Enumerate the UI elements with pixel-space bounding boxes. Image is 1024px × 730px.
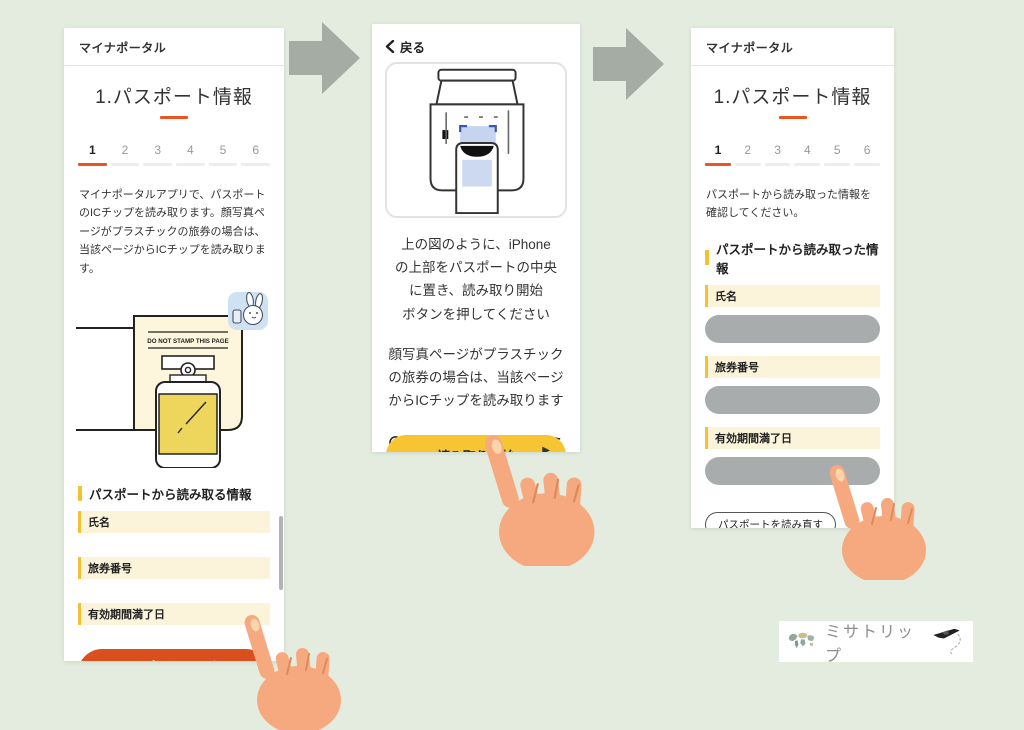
field-value-expiry-date-redacted (705, 456, 880, 485)
passport-phone-illustration: DO NOT STAMP THIS PAGE (76, 292, 268, 469)
back-label: 戻る (400, 41, 426, 55)
page-title: 1.パスポート情報 (713, 87, 872, 108)
field-label-passport-number: 旅券番号 (78, 557, 270, 580)
step-3: 3 (143, 143, 173, 166)
step-3: 3 (764, 143, 791, 166)
field-passport-number: 旅券番号 (78, 557, 270, 580)
play-icon: ▶ (542, 445, 550, 452)
phone-placement-illustration (385, 62, 567, 218)
read-passport-button-line1: マイナポータルアプリで (108, 660, 240, 661)
step-6: 6 (241, 143, 271, 166)
step-2: 2 (110, 143, 140, 166)
field-expiry-date: 有効期間満了日 (78, 603, 270, 626)
site-logo: ミサトリップ (779, 621, 973, 665)
instruction-main: 上の図のように、iPhone の上部をパスポートの中央 に置き、読み取り開始 ボ… (395, 237, 557, 322)
screen-confirm-info: マイナポータル 1.パスポート情報 1 2 3 4 5 6 パスポートから読み取… (691, 28, 894, 528)
field-name: 氏名 (705, 284, 880, 343)
reread-passport-button[interactable]: パスポートを読み直す (705, 511, 836, 528)
field-passport-number: 旅券番号 (705, 355, 880, 414)
field-label-expiry-date: 有効期間満了日 (705, 426, 880, 449)
field-expiry-date: 有効期間満了日 (705, 426, 880, 485)
page-title: 1.パスポート情報 (95, 87, 253, 108)
step-6: 6 (854, 143, 880, 166)
field-label-name: 氏名 (78, 511, 270, 534)
start-reading-label: 読み取り開始 (437, 449, 515, 453)
world-map-icon (788, 632, 815, 648)
arrow-right-icon (289, 20, 361, 96)
step-5: 5 (824, 143, 851, 166)
read-passport-button[interactable]: マイナポータルアプリで パスポートを読み取る (78, 649, 270, 661)
screen-reading-guide: 戻る 上の図のように、iPhone の上部をパスポートの中央 に置き、読み取り開… (372, 24, 580, 452)
rabbit-mascot-icon (228, 292, 268, 331)
app-header: マイナポータル (64, 28, 284, 66)
chevron-left-icon (385, 40, 395, 53)
field-value-passport-number-redacted (705, 385, 880, 414)
back-link[interactable]: 戻る (385, 37, 580, 56)
step-4: 4 (794, 143, 821, 166)
confirm-description: パスポートから読み取った情報を確認してください。 (706, 189, 871, 220)
screen-passport-intro: マイナポータル 1.パスポート情報 1 2 3 4 5 6 マイナポータルアプリ… (64, 28, 284, 661)
step-1: 1 (705, 143, 731, 166)
svg-text:DO NOT STAMP THIS PAGE: DO NOT STAMP THIS PAGE (147, 338, 228, 345)
step-indicator: 1 2 3 4 5 6 (78, 143, 271, 166)
hand-cursor-icon (468, 432, 596, 566)
field-label-expiry-date: 有効期間満了日 (78, 603, 270, 626)
step-1: 1 (78, 143, 107, 166)
airplane-icon (933, 628, 961, 655)
app-header: マイナポータル (691, 28, 894, 66)
step-4: 4 (176, 143, 205, 166)
title-underline (778, 116, 807, 119)
field-value-name-redacted (705, 314, 880, 343)
section-bar (705, 250, 709, 266)
field-name: 氏名 (78, 511, 270, 534)
intro-description: マイナポータルアプリで、パスポートのICチップを読み取ります。顔写真ページがプラ… (79, 189, 266, 275)
section-bar (78, 486, 82, 502)
field-label-passport-number: 旅券番号 (705, 355, 880, 378)
arrow-right-icon (593, 26, 665, 102)
logo-text: ミサトリップ (824, 623, 915, 665)
instruction-sub: 顔写真ページがプラスチック の旅券の場合は、当該ページ からICチップを読み取り… (388, 346, 564, 409)
section-title-read: パスポートから読み取る情報 (89, 488, 252, 503)
start-reading-button[interactable]: 読み取り開始 ▶ (386, 435, 566, 452)
field-label-name: 氏名 (705, 284, 880, 307)
step-2: 2 (734, 143, 761, 166)
title-underline (160, 116, 188, 119)
step-indicator: 1 2 3 4 5 6 (705, 143, 880, 166)
step-5: 5 (208, 143, 238, 166)
scrollbar[interactable] (279, 516, 283, 590)
section-title-confirm: パスポートから読み取った情報 (716, 242, 879, 276)
